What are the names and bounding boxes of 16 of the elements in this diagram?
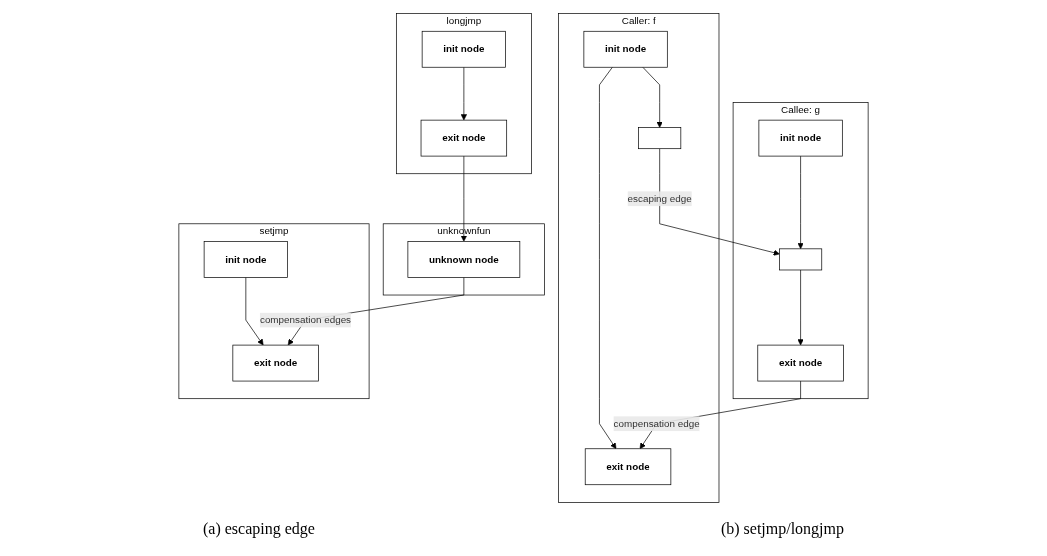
node-box — [779, 248, 823, 271]
edge-label: compensation edges — [259, 314, 352, 326]
node-box: unknown node — [407, 241, 521, 278]
node-box: init node — [758, 119, 843, 157]
node-box: exit node — [420, 119, 508, 157]
node-box: exit node — [584, 448, 672, 486]
node-box: exit node — [232, 344, 319, 382]
node-box: init node — [583, 30, 668, 68]
figure-caption: (a) escaping edge — [202, 519, 316, 540]
node-box: init node — [421, 30, 506, 68]
edge-label: compensation edge — [613, 417, 700, 430]
node-box: init node — [203, 241, 288, 278]
edge-label: escaping edge — [627, 192, 692, 205]
node-box: exit node — [757, 344, 844, 382]
figure-caption: (b) setjmp/longjmp — [719, 519, 845, 540]
node-box — [638, 127, 682, 150]
